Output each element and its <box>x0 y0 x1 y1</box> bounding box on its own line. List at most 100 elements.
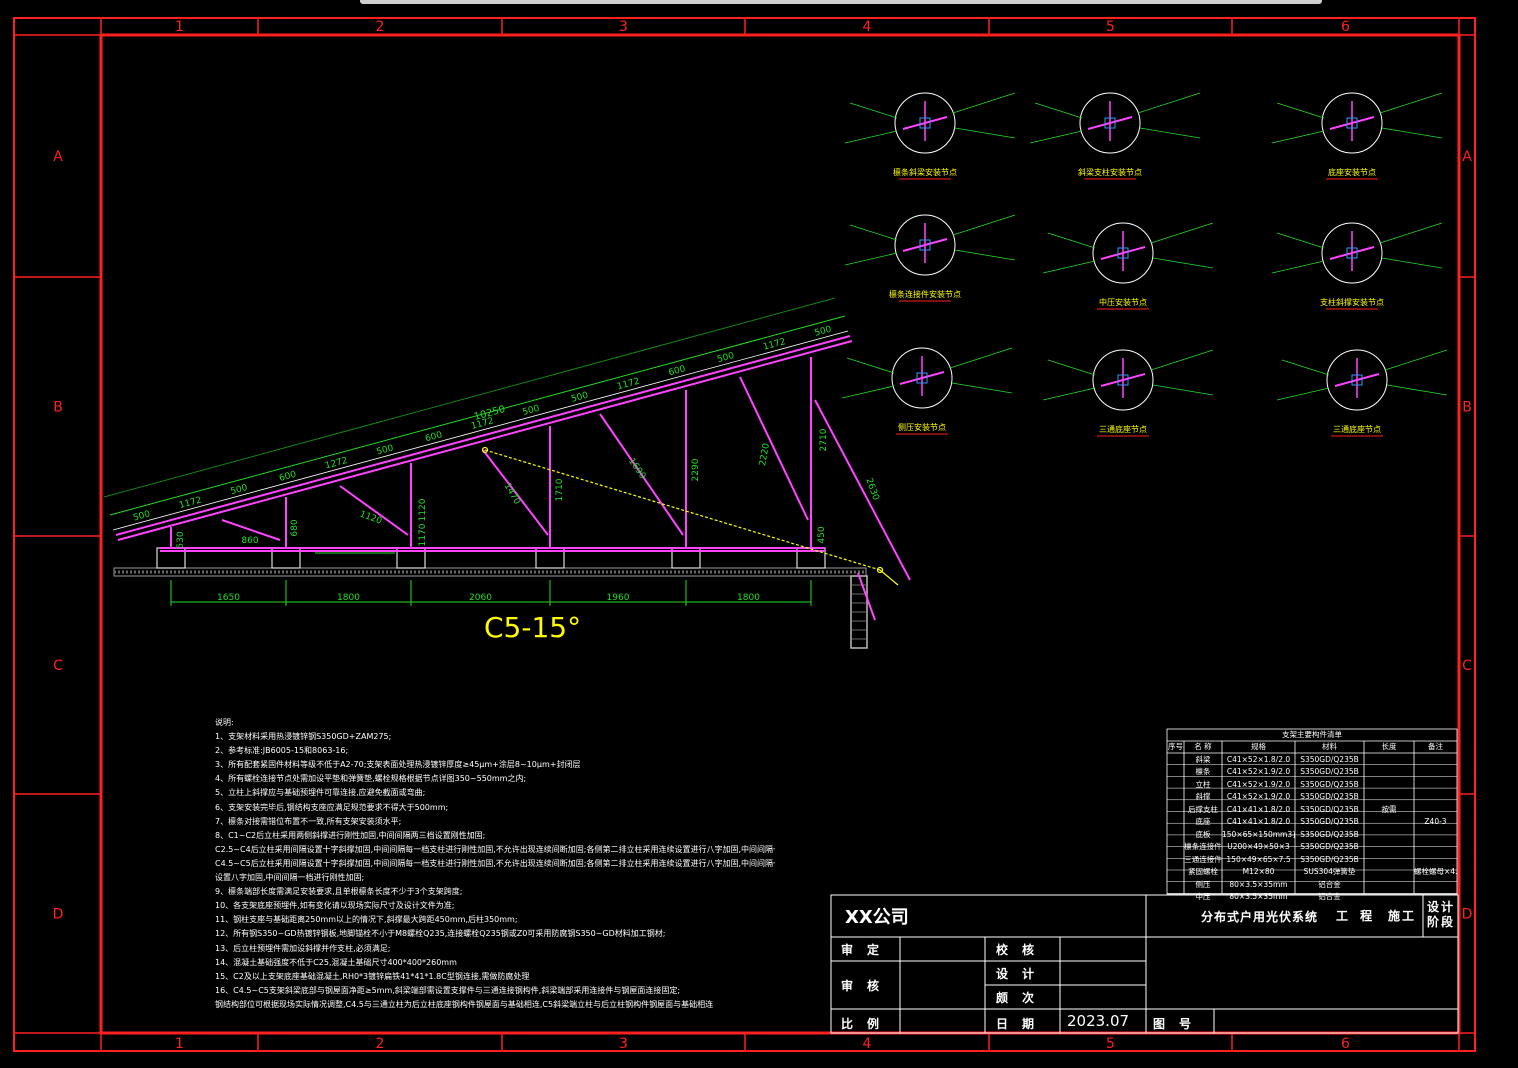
bom-cell <box>1414 854 1457 867</box>
slope-dim: 1172 <box>762 337 787 353</box>
detail-title: 三通底座节点 <box>1099 424 1147 434</box>
slope-dimension-labels: 5001172500600127250060011725005001172600… <box>132 325 833 524</box>
note-line: 3、所有配套紧固件材料等级不低于A2-70;支架表面处理热浸镀锌厚度≥45μm+… <box>215 760 581 770</box>
bom-cell: S350GD/Q235B <box>1300 792 1359 801</box>
bom-cell: 立柱 <box>1195 779 1211 789</box>
base-dim: 1960 <box>607 593 630 603</box>
base-dim: 2060 <box>469 593 492 603</box>
bom-cell <box>1167 816 1184 829</box>
member-dim: 2710 <box>819 428 829 451</box>
bom-cell: 檩条连接件 <box>1184 842 1222 851</box>
col-label-1: 1 <box>175 1036 184 1052</box>
dimension-lines <box>103 297 846 606</box>
detail-title: 檩条斜梁安装节点 <box>893 167 957 177</box>
notes-heading: 说明: <box>215 718 234 727</box>
note-line: 6、支架安装完毕后,钢结构支座应满足规范要求不得大于500mm; <box>215 802 449 812</box>
member-dim: 1470 <box>502 482 522 507</box>
bom-cell <box>1364 841 1414 854</box>
design-notes: 说明: 1、支架材料采用热浸镀锌钢S350GD+ZAM275; 2、参考标准:JB… <box>215 716 775 1012</box>
col-label-5: 5 <box>1106 19 1115 35</box>
bom-cell: C41×52×1.9/2.0 <box>1226 792 1291 801</box>
note-line: 5、立柱上斜撑应与基础预埋件可靠连接,应避免截面或弯曲; <box>215 788 426 798</box>
note-line: 15、C2及以上支架底座基础混凝土,RH0*3镀锌扁铁41*41*1.8C型钢连… <box>215 971 530 981</box>
detail-node: 斜梁支柱安装节点 <box>1029 92 1201 180</box>
member-dim: 860 <box>241 536 258 546</box>
detail-title: 底座安装节点 <box>1328 167 1376 177</box>
bom-cell: 80×3.5×35mm <box>1229 892 1288 901</box>
col-label-5: 5 <box>1106 1036 1115 1052</box>
bom-cell <box>1167 766 1184 779</box>
bom-cell <box>1414 766 1457 779</box>
bom-cell <box>1364 766 1414 779</box>
inner-frame <box>99 33 1461 1035</box>
bom-title: 支架主要构件清单 <box>1282 730 1342 739</box>
bom-cell <box>1364 779 1414 792</box>
title-block: XX公司 分布式户用光伏系统 工 程 施工 设计阶段 审定 审核 比例 校核 设… <box>831 895 1458 1033</box>
detail-node: 中压安装节点 <box>1042 222 1214 310</box>
row-label-A: A <box>1462 149 1472 165</box>
note-line: 1、支架材料采用热浸镀锌钢S350GD+ZAM275; <box>215 732 392 742</box>
detail-node: 三通底座节点 <box>1042 349 1214 437</box>
note-line: 11、钢柱支座与基础距离250mm以上的情况下,斜撑最大跨距450mm,后柱35… <box>215 915 518 925</box>
detail-title: 侧压安装节点 <box>898 422 946 432</box>
slope-dim: 500 <box>570 391 589 405</box>
bom-cell <box>1414 754 1457 767</box>
member-dim: 680 <box>290 519 300 536</box>
label-approve: 审定 <box>841 943 894 957</box>
col-label-3: 3 <box>619 1036 628 1052</box>
note-line: C2.5~C4后立柱采用间隔设置十字斜撑加固,中间间隔每一档支柱进行刚性加固,不… <box>215 844 775 854</box>
base-dim: 1800 <box>737 593 760 603</box>
col-label-2: 2 <box>376 19 385 35</box>
zone-grid <box>14 18 1475 1051</box>
bom-cell: 中压 <box>1195 892 1211 901</box>
bom-cell: 侧压 <box>1195 879 1211 889</box>
row-label-A: A <box>53 149 63 165</box>
bom-row-lines <box>1167 764 1457 894</box>
bom-cell: 后撑支柱 <box>1188 804 1218 814</box>
slope-dim: 500 <box>716 351 735 365</box>
bom-cell: S350GD/Q235B <box>1300 804 1359 814</box>
bom-cell: 序号 <box>1168 742 1183 751</box>
bom-cell <box>1414 879 1457 892</box>
label-date: 日期 <box>996 1017 1049 1031</box>
bom-cell: 150×65×150mm3孔 <box>1222 829 1295 839</box>
bom-cell <box>1414 804 1457 817</box>
bom-cell: C41×52×1.9/2.0 <box>1226 779 1291 789</box>
row-label-D: D <box>1462 907 1473 923</box>
bom-cell: U200×49×50×3 <box>1227 842 1290 851</box>
bom-header-row: 序号名 称规格材料长度备注 <box>1167 741 1457 754</box>
bom-cell <box>1414 779 1457 792</box>
bom-cell: M12×80 <box>1242 867 1275 876</box>
col-label-1: 1 <box>175 19 184 35</box>
col-label-4: 4 <box>863 1036 872 1052</box>
row-label-C: C <box>1462 658 1472 674</box>
detail-node: 三通底座节点 <box>1276 349 1448 437</box>
note-line: 12、所有钢S350~GD热镀锌钢板,地脚锚栓不小于M8螺栓Q235,连接螺栓Q… <box>215 929 666 939</box>
detail-title: 中压安装节点 <box>1099 297 1147 307</box>
slope-dim: 600 <box>668 364 687 378</box>
note-line: 钢结构部位可根据现场实际情况调整,C4.5与三通立柱为后立柱底座钢构件钢屋面与基… <box>215 999 714 1009</box>
bom-cell <box>1167 779 1184 792</box>
note-line: 2、参考标准:JB6005-15和8063-16; <box>215 746 349 756</box>
slope-dim: 500 <box>522 404 541 418</box>
member-dim: 1710 <box>555 478 565 501</box>
detail-title: 檩条连接件安装节点 <box>889 289 961 299</box>
label-drawing-no: 图号 <box>1153 1017 1206 1031</box>
detail-title: 三通底座节点 <box>1333 424 1381 434</box>
detail-title: 支柱斜撑安装节点 <box>1320 297 1384 307</box>
member-dim: 2290 <box>691 458 701 481</box>
bom-cell: C41×52×1.8/2.0 <box>1226 754 1291 764</box>
label-check: 校核 <box>996 943 1049 957</box>
bom-cell: 规格 <box>1251 742 1266 751</box>
row-label-B: B <box>1462 400 1472 416</box>
